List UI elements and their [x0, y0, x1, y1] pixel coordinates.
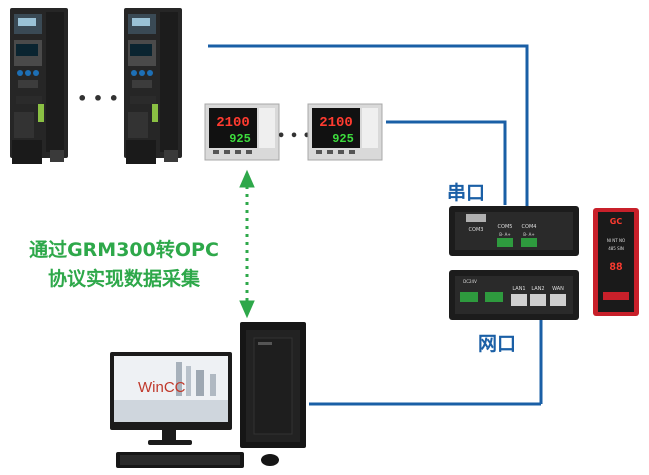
- connection-lines: [208, 44, 543, 406]
- inverter-device-1: [10, 8, 68, 164]
- svg-text:2100: 2100: [216, 115, 250, 131]
- svg-text:COM4: COM4: [522, 224, 537, 230]
- controller-serial-line: [386, 120, 507, 205]
- svg-text:B- A+: B- A+: [523, 232, 535, 237]
- inverter-device-2: [124, 8, 182, 164]
- caption-line-1: 通过GRM300转OPC: [29, 239, 219, 261]
- svg-text:COM3: COM3: [469, 227, 484, 233]
- opc-caption: 通过GRM300转OPC 协议实现数据采集: [8, 236, 240, 294]
- opc-link-arrow: [239, 169, 255, 319]
- svg-text:LAN2: LAN2: [531, 286, 544, 292]
- svg-text:485 SIN: 485 SIN: [608, 246, 624, 251]
- svg-text:GC: GC: [610, 217, 623, 226]
- inverter-ellipsis: • • •: [77, 89, 119, 108]
- pc-monitor: WinCC: [110, 352, 232, 445]
- pc-tower: [240, 322, 306, 448]
- wincc-logo-text: WinCC: [138, 379, 186, 396]
- din-module: GC NI NT NO 485 SIN 88: [593, 208, 639, 316]
- gateway-device-serial: COM3 COM5 COM4 B- A+ B- A+: [449, 206, 579, 256]
- caption-line-2: 协议实现数据采集: [47, 268, 200, 290]
- svg-text:925: 925: [332, 132, 354, 146]
- svg-text:2100: 2100: [319, 115, 353, 131]
- gateway-device-network: DC24V LAN1 LAN2 WAN: [449, 270, 579, 320]
- keyboard: [116, 452, 244, 468]
- controller-ellipsis: • • •: [277, 129, 311, 144]
- svg-text:DC24V: DC24V: [463, 279, 477, 284]
- inverter-serial-line: [208, 44, 529, 212]
- svg-text:925: 925: [229, 132, 251, 146]
- svg-text:LAN1: LAN1: [512, 286, 525, 292]
- controller-device-2: 2100 925: [307, 103, 383, 161]
- svg-text:B- A+: B- A+: [499, 232, 511, 237]
- svg-text:NI NT NO: NI NT NO: [607, 238, 625, 243]
- svg-text:88: 88: [609, 262, 623, 274]
- mouse: [261, 454, 279, 466]
- serial-port-label: 串口: [447, 182, 486, 204]
- svg-text:COM5: COM5: [498, 224, 513, 230]
- network-port-label: 网口: [478, 333, 517, 355]
- controller-device-1: 2100 925: [204, 103, 280, 161]
- svg-text:WAN: WAN: [552, 286, 564, 292]
